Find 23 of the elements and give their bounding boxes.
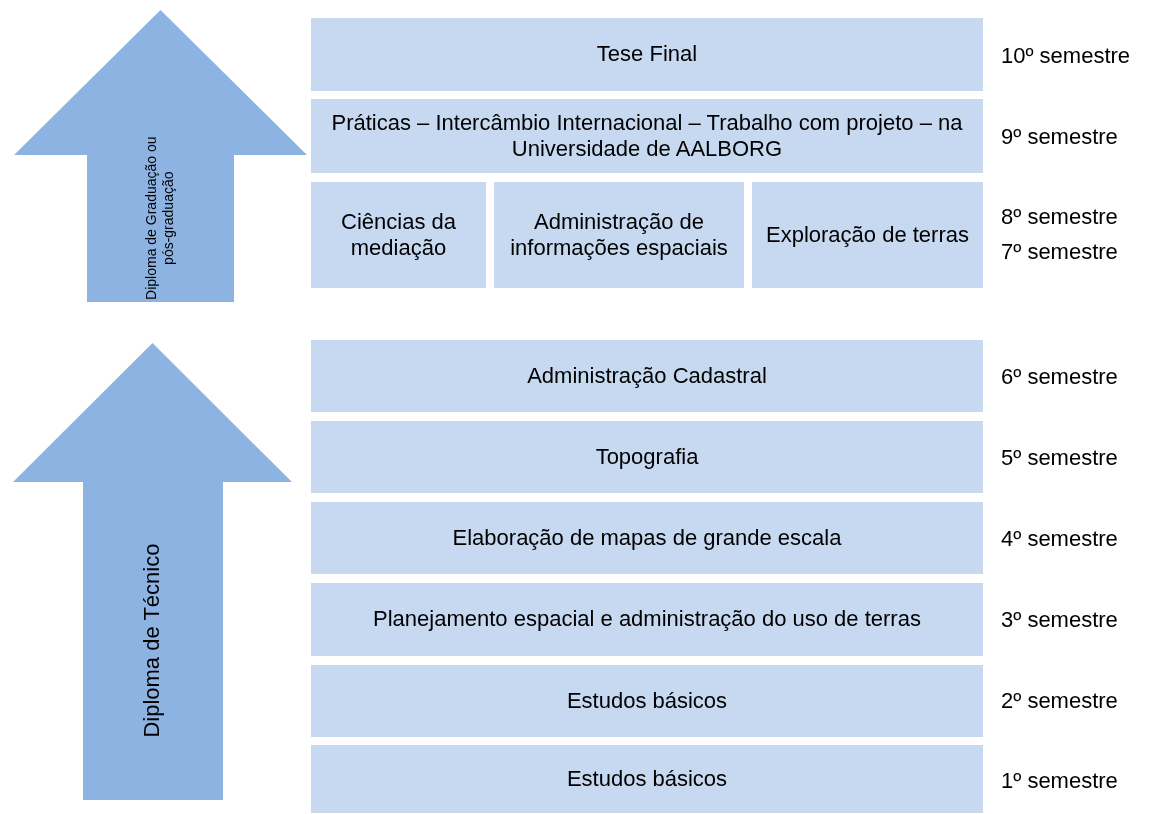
course-box: Planejamento espacial e administração do uso de terras [311,583,983,656]
semester-label: 9º semestre [1001,124,1118,150]
semester-label: 7º semestre [1001,239,1118,265]
course-box: Tese Final [311,18,983,91]
course-box: Administração Cadastral [311,340,983,412]
course-box: Administração de informações espaciais [494,182,744,288]
semester-label: 1º semestre [1001,768,1118,794]
course-box: Exploração de terras [752,182,983,288]
semester-label: 3º semestre [1001,607,1118,633]
course-box: Estudos básicos [311,665,983,737]
semester-label: 10º semestre [1001,43,1131,69]
semester-label: 8º semestre [1001,204,1118,230]
semester-label: 5º semestre [1001,445,1118,471]
course-box: Práticas – Intercâmbio Internacional – Trabalho com projeto – na Universidade de AALBORG [311,99,983,173]
semester-label: 2º semestre [1001,688,1118,714]
arrow-label: Diploma de Técnico [138,542,166,740]
semester-label: 4º semestre [1001,526,1118,552]
course-box: Topografia [311,421,983,493]
course-box: Estudos básicos [311,745,983,813]
arrow-label: Diploma de Graduação ou pós-graduação [142,135,178,303]
course-box: Elaboração de mapas de grande escala [311,502,983,574]
semester-label: 6º semestre [1001,364,1118,390]
course-box: Ciências da mediação [311,182,486,288]
